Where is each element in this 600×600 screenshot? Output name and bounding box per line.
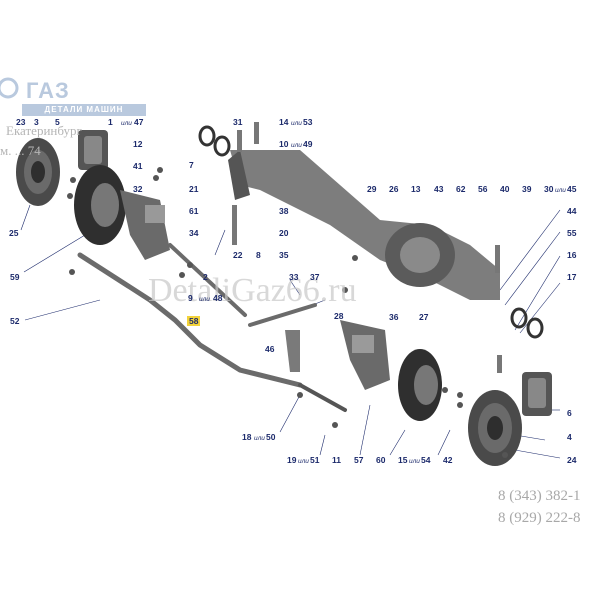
part-label: 5: [55, 117, 60, 127]
part-label: 41: [133, 161, 143, 171]
small-bolts: [67, 167, 508, 458]
right-dust-shield: [398, 349, 442, 421]
part-label: 20: [279, 228, 289, 238]
part-label: 51: [310, 455, 320, 465]
part-label: 32: [133, 184, 143, 194]
part-label: 10: [279, 139, 289, 149]
watermark-city: Екатеринбург: [6, 123, 82, 138]
part-label: 29: [367, 184, 377, 194]
part-label: 38: [279, 206, 289, 216]
axle-beam: [228, 150, 500, 300]
part-label: 56: [478, 184, 488, 194]
part-label: 49: [303, 139, 313, 149]
part-label: 37: [310, 272, 320, 282]
part-label-alt: или: [298, 458, 309, 465]
part-label: 1: [108, 117, 113, 127]
part-label: 3: [34, 117, 39, 127]
part-label-alt: или: [555, 187, 566, 194]
part-label: 14: [279, 117, 289, 127]
part-label: 60: [376, 455, 386, 465]
gaz-logo: [0, 75, 142, 101]
drag-link: [168, 243, 247, 317]
part-label: 43: [434, 184, 444, 194]
kingpins: [232, 122, 502, 373]
left-seals: [198, 125, 231, 157]
part-label: 17: [567, 272, 577, 282]
part-label: 35: [279, 250, 289, 260]
part-label: 36: [389, 312, 399, 322]
part-label: 46: [265, 344, 275, 354]
part-label: 18: [242, 432, 252, 442]
logo-tagline: ДЕТАЛИ МАШИН: [22, 104, 146, 116]
part-label: 22: [233, 250, 243, 260]
part-label-alt: или: [199, 296, 210, 303]
tie-rod-end-right: [298, 383, 347, 412]
part-label-alt: или: [291, 120, 302, 127]
left-dust-shield: [74, 165, 126, 245]
part-label: 53: [303, 117, 313, 127]
part-label: 61: [189, 206, 199, 216]
part-label: 52: [10, 316, 20, 326]
phone-number-2: 8 (929) 222-8: [498, 510, 581, 526]
watermark-site: DetaliGaz66.ru: [148, 272, 357, 309]
part-label: 2: [203, 272, 208, 282]
left-brake-disc: [16, 138, 60, 206]
part-label: 34: [189, 228, 199, 238]
steering-arm: [248, 303, 317, 327]
part-label: 6: [567, 408, 572, 418]
part-label: 15: [398, 455, 408, 465]
part-label: 45: [567, 184, 577, 194]
part-label: 24: [567, 455, 577, 465]
part-label: 13: [411, 184, 421, 194]
part-label: 4: [567, 432, 572, 442]
part-label: 48: [213, 293, 223, 303]
part-label: 31: [233, 117, 243, 127]
part-label-alt: или: [291, 142, 302, 149]
part-label: 50: [266, 432, 276, 442]
part-label: 8: [256, 250, 261, 260]
pitman-arm: [285, 330, 300, 372]
part-label: 44: [567, 206, 577, 216]
part-label: 9: [188, 293, 193, 303]
right-seals: [510, 307, 544, 339]
part-label: 54: [421, 455, 431, 465]
part-label: 33: [289, 272, 299, 282]
part-label-alt: или: [254, 435, 265, 442]
phone-number-1: 8 (343) 382-1: [498, 488, 581, 504]
part-label: 21: [189, 184, 199, 194]
part-label: 7: [189, 160, 194, 170]
part-label: 16: [567, 250, 577, 260]
part-label: 12: [133, 139, 143, 149]
part-label: 27: [419, 312, 429, 322]
part-label: 42: [443, 455, 453, 465]
part-label: 26: [389, 184, 399, 194]
part-label: 11: [332, 455, 341, 465]
part-label: 30: [544, 184, 554, 194]
watermark-code: м. ... 74: [0, 143, 41, 158]
part-label: 47: [134, 117, 144, 127]
part-label: 59: [10, 272, 20, 282]
right-brake-disc: [468, 390, 522, 466]
part-label: 23: [16, 117, 26, 127]
logo-brand: ГАЗ: [26, 78, 70, 103]
tie-rod: [77, 252, 303, 388]
left-knuckle: [120, 190, 170, 260]
part-label-alt: или: [121, 120, 132, 127]
part-label: 19: [287, 455, 297, 465]
part-label: 55: [567, 228, 577, 238]
part-label: 62: [456, 184, 466, 194]
part-label: 28: [334, 311, 344, 321]
left-caliper: [78, 130, 108, 170]
right-knuckle: [340, 320, 390, 390]
part-label: 39: [522, 184, 532, 194]
part-label: 57: [354, 455, 364, 465]
part-label-alt: или: [409, 458, 420, 465]
part-label: 25: [9, 228, 19, 238]
right-caliper: [522, 372, 552, 416]
part-label-highlighted: 58: [187, 316, 201, 326]
part-label: 40: [500, 184, 510, 194]
